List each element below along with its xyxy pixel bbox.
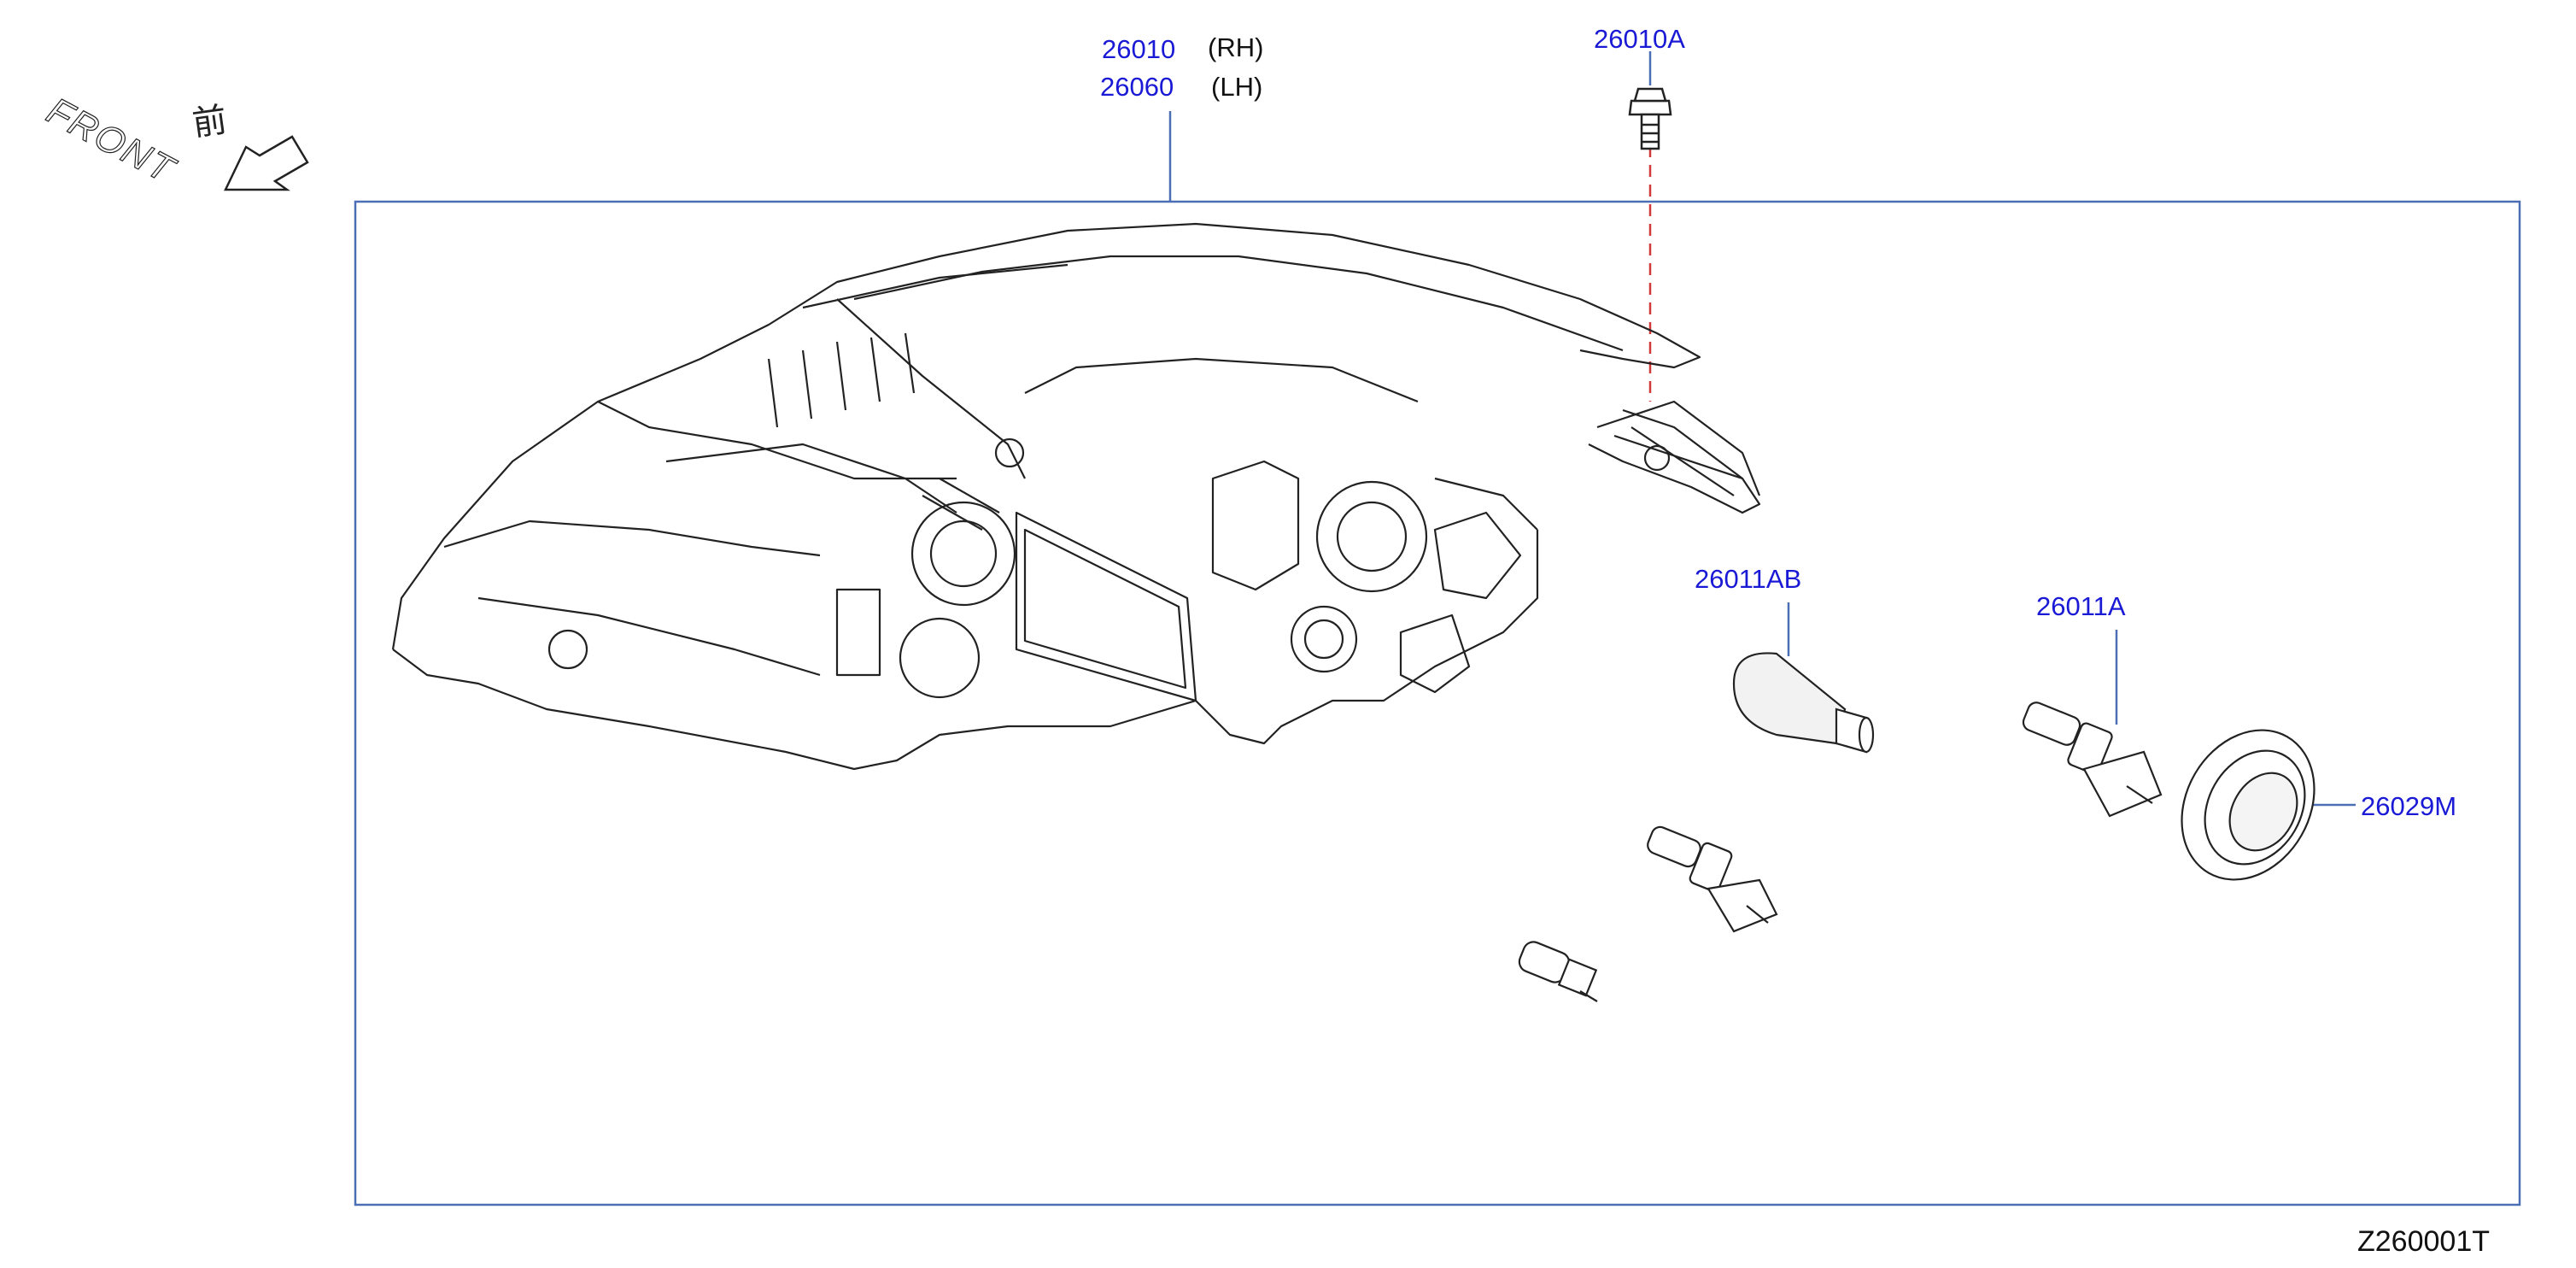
- cap-icon: [2181, 729, 2315, 881]
- callout-bulb-a: 26011A: [2036, 591, 2126, 621]
- callout-headlamp-rh: 26010: [1102, 34, 1176, 64]
- bulb-h7-left-icon: [1647, 825, 1778, 933]
- assembly-frame: [354, 200, 2521, 1206]
- bulb-ab-icon: [1732, 652, 1875, 754]
- callout-lh-side: (LH): [1211, 72, 1263, 102]
- bolt-icon: [1628, 87, 1672, 150]
- bulb-h7-right-icon: [2022, 702, 2163, 818]
- headlamp-assembly-icon: [391, 222, 1761, 771]
- diagram-code: Z260001T: [2357, 1225, 2490, 1258]
- front-arrow-icon: [224, 135, 309, 191]
- callout-cap: 26029M: [2361, 791, 2457, 821]
- callout-headlamp-lh: 26060: [1100, 72, 1174, 102]
- callout-bulb-ab: 26011AB: [1695, 564, 1802, 594]
- front-kanji: 前: [190, 100, 230, 144]
- callout-rh-side: (RH): [1208, 32, 1264, 62]
- callout-bolt: 26010A: [1594, 24, 1685, 54]
- wedge-bulb-icon: [1518, 941, 1598, 1002]
